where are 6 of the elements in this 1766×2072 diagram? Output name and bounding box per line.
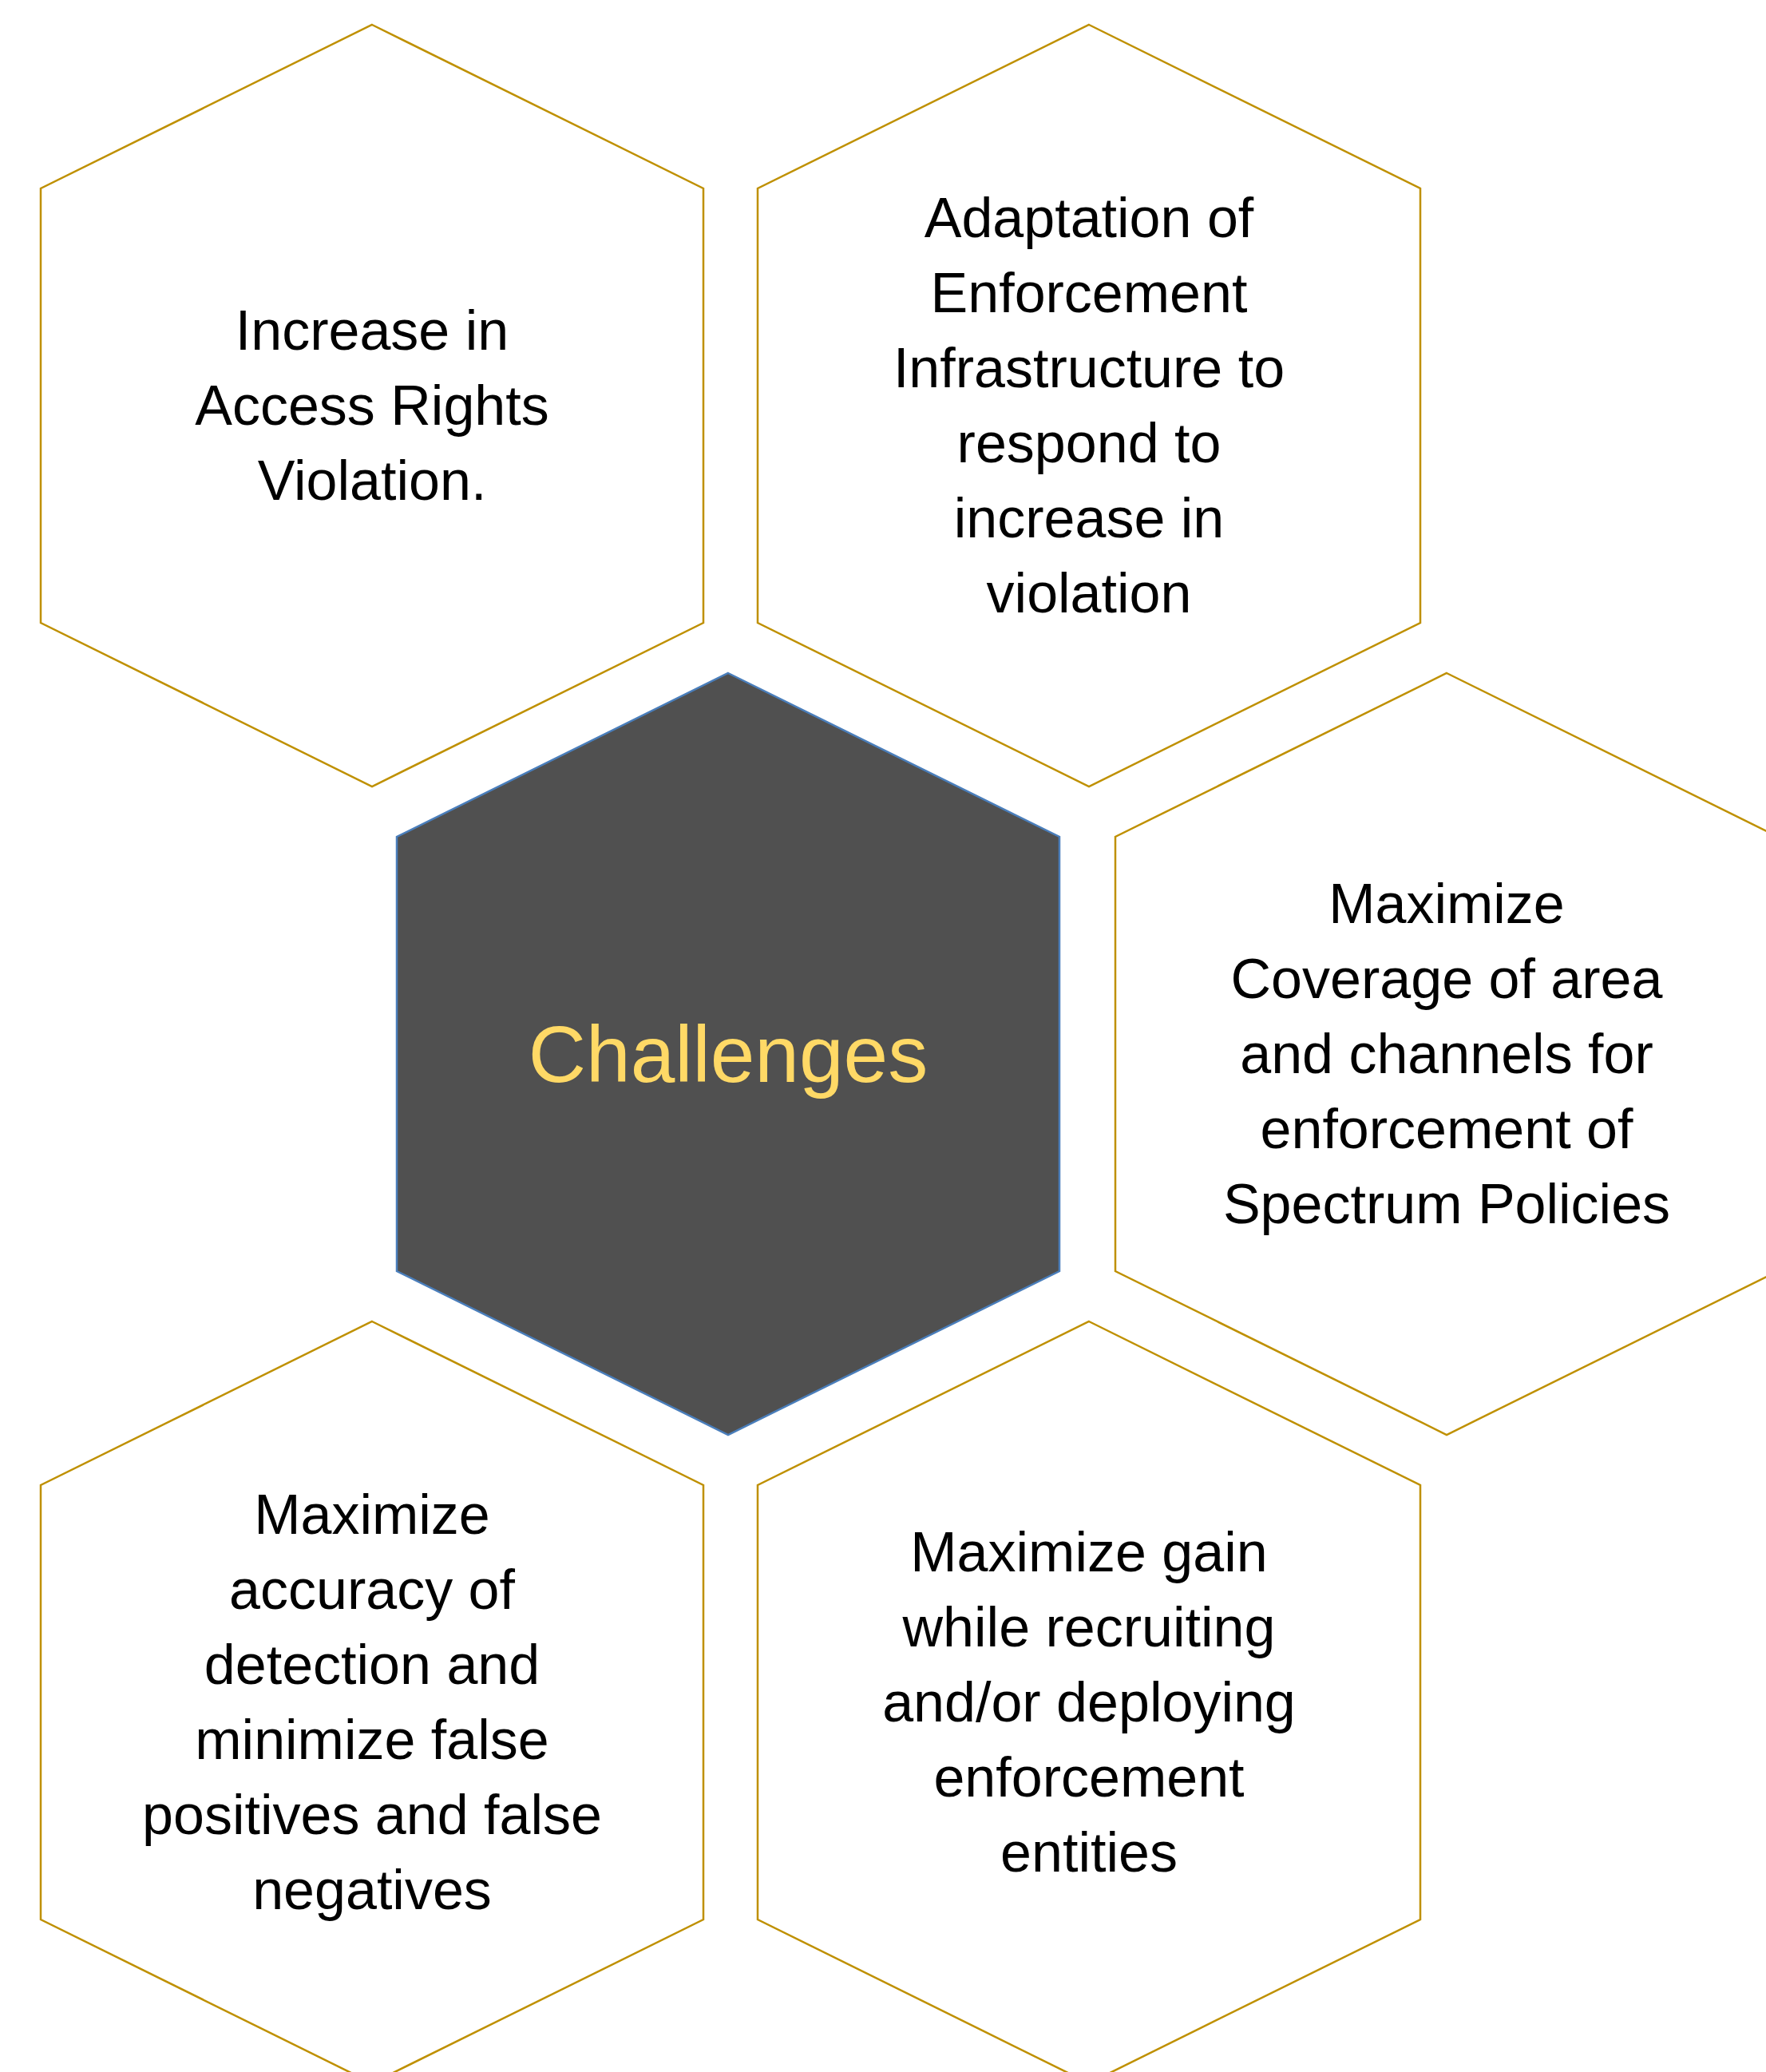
hexagon-text: Increase in Access Rights Violation. bbox=[194, 299, 550, 513]
hexagon-text: Maximize accuracy of detection and minimize false positives and false negatives bbox=[141, 1483, 603, 1923]
hexagon-text: Maximize Coverage of area and channels for enforcement of Spectrum Policies bbox=[1222, 872, 1672, 1237]
hexagon-text: Maximize gain while recruiting and/or deploying enforcement entities bbox=[881, 1520, 1297, 1885]
hexagon-title: Challenges bbox=[527, 1008, 929, 1100]
hexagon-text: Adaptation of Enforcement Infrastructure to respond to increase in violation bbox=[892, 186, 1286, 626]
